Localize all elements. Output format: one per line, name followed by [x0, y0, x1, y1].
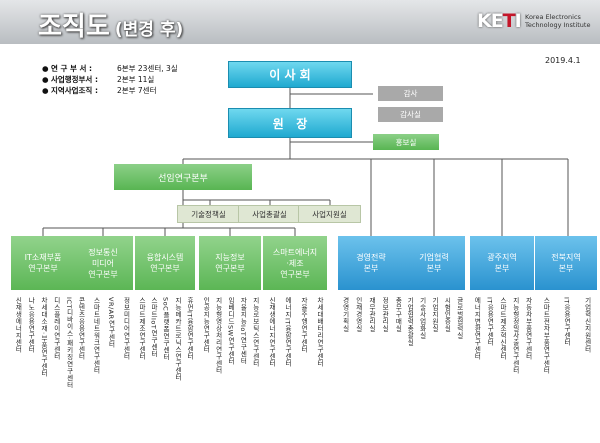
- audit-office-box: 감사실: [378, 107, 443, 122]
- center-item: 지능로보틱스연구센터: [251, 297, 260, 367]
- office-item: 글로벌협력실: [455, 297, 464, 339]
- center-item: 스마트제조연구센터: [137, 297, 146, 360]
- center-item: 스마트제조혁신센터: [498, 297, 507, 360]
- division-smart-energy: 스마트에너지 ·제조 연구본부: [263, 236, 327, 290]
- division-convergence: 융합시스템 연구본부: [135, 236, 195, 290]
- keti-logo: KETI Korea Electronics Technology Instit…: [477, 10, 591, 38]
- business-mgmt-office: 사업총괄실: [238, 205, 301, 223]
- center-item: VR/AR연구센터: [107, 297, 115, 348]
- president-box: 원 장: [228, 108, 352, 138]
- center-item: 에너지변환연구센터: [472, 297, 481, 360]
- auditor-box: 감사: [378, 86, 443, 101]
- center-item: 임베디드SW연구센터: [226, 297, 235, 365]
- logo-mark: KETI: [477, 10, 522, 32]
- board-box: 이 사 회: [228, 61, 352, 88]
- center-item: 디스플레이연구센터: [52, 297, 61, 360]
- center-item: 스마트전자부품연구센터: [541, 297, 550, 374]
- center-item: 차세대소재·부품연구센터: [39, 297, 48, 377]
- office-list-management: 경영기획실 인재경영실 재무관리실 정보관리실 총무구매실: [338, 297, 404, 437]
- logo-text: Korea Electronics Technology Institute: [525, 13, 591, 29]
- center-list-convergence: 스마트제조연구센터 스마트IoT연구센터 SoC플랫폼연구센터 지능메카트로닉스…: [135, 297, 195, 437]
- office-item: 총무구매실: [393, 297, 402, 332]
- division-it-materials: IT소재부품 연구본부: [11, 236, 75, 290]
- center-item: 정보미디어연구센터: [122, 297, 130, 360]
- business-support-office: 사업지원실: [298, 205, 361, 223]
- center-item: ICT디바이스·패키징연구센터: [65, 297, 74, 389]
- center-item: IT응용연구센터: [485, 297, 494, 346]
- title-sub: (변경 후): [114, 20, 184, 40]
- center-item: 자율지능IoT연구센터: [238, 297, 247, 365]
- office-item: 기업지원실: [430, 297, 439, 332]
- center-item: 신재생에너지센터: [13, 297, 22, 353]
- center-list-jeonbuk: 스마트전자부품연구센터 IT응용연구센터 기업혁신지원센터: [535, 297, 597, 437]
- center-item: 나노응용연구센터: [26, 297, 35, 353]
- office-list-enterprise: 기업협력총괄실 기술사업화실 기업지원실 시험인증실 글로벌협력실: [403, 297, 465, 437]
- office-item: 기업협력총괄실: [405, 297, 414, 346]
- office-item: 인재경영실: [354, 297, 363, 332]
- center-item: 지능메카트로닉스연구센터: [173, 297, 182, 381]
- center-item: 차세대배터리연구센터: [315, 297, 324, 367]
- office-item: 정보관리실: [380, 297, 389, 332]
- office-item: 기술사업화실: [418, 297, 427, 339]
- title-main: 조직도: [38, 12, 110, 42]
- division-management: 경영전략 본부: [338, 236, 404, 290]
- advanced-division-box: 선임연구본부: [114, 164, 252, 190]
- center-item: 지능형영상처리연구센터: [214, 297, 223, 374]
- center-list-gwangju: 에너지변환연구센터 IT응용연구센터 스마트제조혁신센터 지능형정밀사출연구센터…: [470, 297, 534, 437]
- summary-item: ● 지역사업조직 :2본부 7센터: [42, 86, 157, 95]
- division-jeonbuk: 전북지역 본부: [535, 236, 597, 290]
- center-item: 자동차부품연구센터: [524, 297, 533, 360]
- center-item: IT응용연구센터: [562, 297, 571, 346]
- center-item: 콘텐츠응용연구센터: [77, 297, 85, 360]
- pr-office-box: 홍보실: [373, 134, 439, 150]
- center-list-intelligence: 인공지능연구센터 지능형영상처리연구센터 임베디드SW연구센터 자율지능IoT연…: [199, 297, 261, 437]
- center-list-it-materials: 신재생에너지센터 나노응용연구센터 차세대소재·부품연구센터 디스플레이연구센터…: [11, 297, 75, 437]
- division-enterprise: 기업협력 본부: [403, 236, 465, 290]
- header-band: [0, 0, 600, 44]
- center-item: 기업혁신지원센터: [583, 297, 592, 353]
- division-gwangju: 광주지역 본부: [470, 236, 534, 290]
- office-item: 경영기획실: [341, 297, 350, 332]
- center-item: 스마트IoT연구센터: [149, 297, 158, 358]
- office-item: 시험인증실: [442, 297, 451, 332]
- office-item: 재무관리실: [367, 297, 376, 332]
- division-intelligence: 지능정보 연구본부: [199, 236, 261, 290]
- page-title: 조직도 (변경 후): [38, 6, 183, 43]
- summary-list: ● 연 구 부 서 :6본부 23센터, 3실 ● 사업행정부서 :2본부 11…: [42, 63, 178, 96]
- center-item: 자율주행연구센터: [299, 297, 308, 353]
- tech-policy-office: 기술정책실: [177, 205, 240, 223]
- center-item: 신재생에너지연구센터: [267, 297, 276, 367]
- center-list-smart-energy: 신재생에너지연구센터 에너지IT융합연구센터 자율주행연구센터 차세대배터리연구…: [263, 297, 327, 437]
- summary-item: ● 연 구 부 서 :6본부 23센터, 3실: [42, 64, 178, 73]
- center-list-ict-media: 콘텐츠응용연구센터 스마트네트워크연구센터 VR/AR연구센터 정보미디어연구센…: [73, 297, 133, 437]
- center-item: 지능형정밀사출연구센터: [511, 297, 520, 374]
- division-ict-media: 정보통신 미디어 연구본부: [73, 236, 133, 290]
- center-item: 인공지능연구센터: [201, 297, 210, 353]
- date-label: 2019.4.1: [545, 56, 581, 65]
- center-item: 에너지IT융합연구센터: [283, 297, 292, 367]
- center-item: 스마트네트워크연구센터: [92, 297, 100, 374]
- center-item: SoC플랫폼연구센터: [161, 297, 170, 361]
- center-item: 휴먼IT융합연구센터: [185, 297, 194, 360]
- summary-item: ● 사업행정부서 :2본부 11실: [42, 75, 155, 84]
